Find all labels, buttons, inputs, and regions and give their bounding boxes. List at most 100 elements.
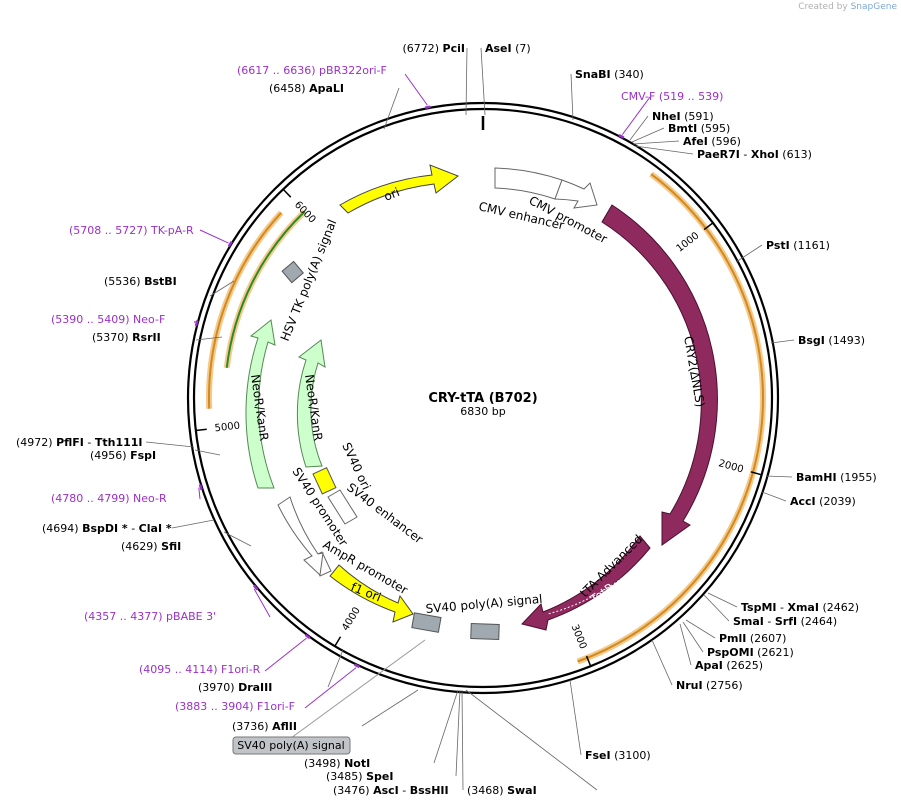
restriction-site-labels: (6772) PciI AseI (7) SnaBI (340) NheI (591)… [16,42,877,797]
primer-mark[interactable] [618,133,625,139]
feature-sv40-ori-box [312,466,337,495]
tick-mark [750,471,762,476]
primer-mark[interactable] [227,241,233,248]
primer-label[interactable]: (3883 .. 3904) F1ori-F [175,700,295,713]
tick-mark [334,636,342,647]
site-leader [465,47,468,116]
primer-label[interactable]: (6617 .. 6636) pBR322ori-F [237,64,387,77]
restriction-site-label[interactable]: ApaI (2625) [695,659,763,672]
restriction-site-label[interactable]: (3468) SwaI [467,784,537,797]
restriction-site-label[interactable]: (3476) AscI - BssHII [333,784,449,797]
restriction-site-label[interactable]: (3736) AflII [232,720,297,733]
restriction-site-label[interactable]: NheI (591) [652,110,714,123]
feature-shapes [245,164,718,641]
primer-label[interactable]: (4095 .. 4114) F1ori-R [139,663,261,676]
backbone-inner-ring [192,107,774,689]
feature-hsv-tk-polya-box [281,260,304,284]
site-leader [765,475,793,478]
tick-label: 4000 [340,605,362,632]
restriction-site-label[interactable]: (4956) FspI [90,449,156,462]
site-leader [632,140,680,145]
primer-mark[interactable] [304,633,311,640]
feature-label-ori: ori [382,185,402,204]
restriction-site-label[interactable]: PstI (1161) [766,239,830,252]
site-leader [682,621,704,653]
restriction-site-label[interactable]: (3498) NotI [304,757,370,770]
primer-leader [621,96,651,135]
restriction-site-label[interactable]: (3970) DraIII [198,681,272,694]
site-leader [735,244,763,263]
restriction-site-label[interactable]: BmtI (595) [668,122,730,135]
callout-label: SV40 poly(A) signal [237,739,344,752]
restriction-site-label[interactable]: SmaI - SrfI (2464) [733,615,837,628]
primer-leader [404,73,428,106]
site-leader [145,441,195,448]
site-leader [461,689,464,791]
site-leader [761,491,787,502]
feature-label-sv40-polya: SV40 poly(A) signal [425,592,543,616]
site-leader [770,339,795,344]
restriction-site-label[interactable]: PspOMI (2621) [707,646,794,659]
primer-label[interactable]: (5390 .. 5409) Neo-F [51,313,165,326]
restriction-site-label[interactable]: (5370) RsrII [92,331,161,344]
restriction-site-label[interactable]: (4972) PflFI - Tth111I [16,436,143,449]
restriction-site-label[interactable]: (3485) SpeI [326,770,393,783]
site-leader [195,336,223,341]
feature-tetr-stripe [547,577,623,615]
restriction-site-label[interactable]: AseI (7) [485,42,531,55]
primer-mark[interactable] [424,105,431,109]
restriction-site-label[interactable]: AccI (2039) [790,495,856,508]
primer-label[interactable]: (5708 .. 5727) TK-pA-R [69,224,194,237]
site-leader [679,623,692,666]
primer-label[interactable]: (4357 .. 4377) pBABE 3' [84,610,216,623]
site-leader [634,145,694,155]
feature-neo-inner-arrow [296,339,326,468]
snapgene-credit: Created by SnapGene [798,2,897,12]
restriction-site-label[interactable]: AfeI (596) [683,135,741,148]
restriction-site-label[interactable]: (4629) SfiI [121,540,181,553]
primer-mark[interactable] [354,663,360,669]
site-leader [570,73,574,121]
callout-box[interactable] [232,736,351,755]
restriction-site-label[interactable]: FseI (3100) [585,749,651,762]
orf-arc [208,211,282,409]
site-leader [194,449,221,456]
restriction-site-label[interactable]: NruI (2756) [676,679,743,692]
site-leader [209,280,235,297]
feature-label-f1-ori: f1 ori [349,580,383,605]
orf-arc [577,173,764,663]
feature-sv40-polya-box [470,622,500,641]
feature-ori-arrow [339,164,460,214]
feature-label-hsv-tk: HSV TK poly(A) signal [278,217,340,343]
restriction-site-label[interactable]: SnaBI (340) [575,68,644,81]
tick-label: 1000 [675,230,702,254]
feature-neo-outer-arrow [245,319,276,489]
restriction-site-label[interactable]: TspMI - XmaI (2462) [741,601,859,614]
restriction-site-label[interactable]: (6772) PciI [402,42,465,55]
restriction-site-label[interactable]: BamHI (1955) [796,471,877,484]
tick-mark [585,655,592,667]
tick-label: 5000 [214,421,241,435]
restriction-site-label[interactable]: (6458) ApaLI [269,82,344,95]
restriction-site-label[interactable]: (4694) BspDI * - ClaI * [42,522,172,535]
primer-mark[interactable] [198,484,203,491]
restriction-site-label[interactable]: PaeR7I - XhoI (613) [697,148,812,161]
tick-mark [282,188,292,198]
primer-mark[interactable] [194,320,199,327]
primer-markers: (6617 .. 6636) pBR322ori-F CMV-F (519 .. … [51,64,723,713]
site-leader [569,679,582,756]
primer-label[interactable]: CMV-F (519 .. 539) [621,90,723,103]
primer-label[interactable]: (4780 .. 4799) Neo-R [51,492,167,505]
restriction-site-label[interactable]: (5536) BstBI [104,275,177,288]
primer-mark[interactable] [252,584,259,591]
tick-mark [195,428,207,432]
restriction-site-label[interactable]: BsgI (1493) [798,334,865,347]
feature-cry2-arrow [601,204,718,546]
site-leader [629,115,649,141]
site-leader [383,87,400,130]
site-leader [455,689,461,777]
restriction-site-label[interactable]: PmlI (2607) [719,632,786,645]
site-leader [703,594,730,622]
